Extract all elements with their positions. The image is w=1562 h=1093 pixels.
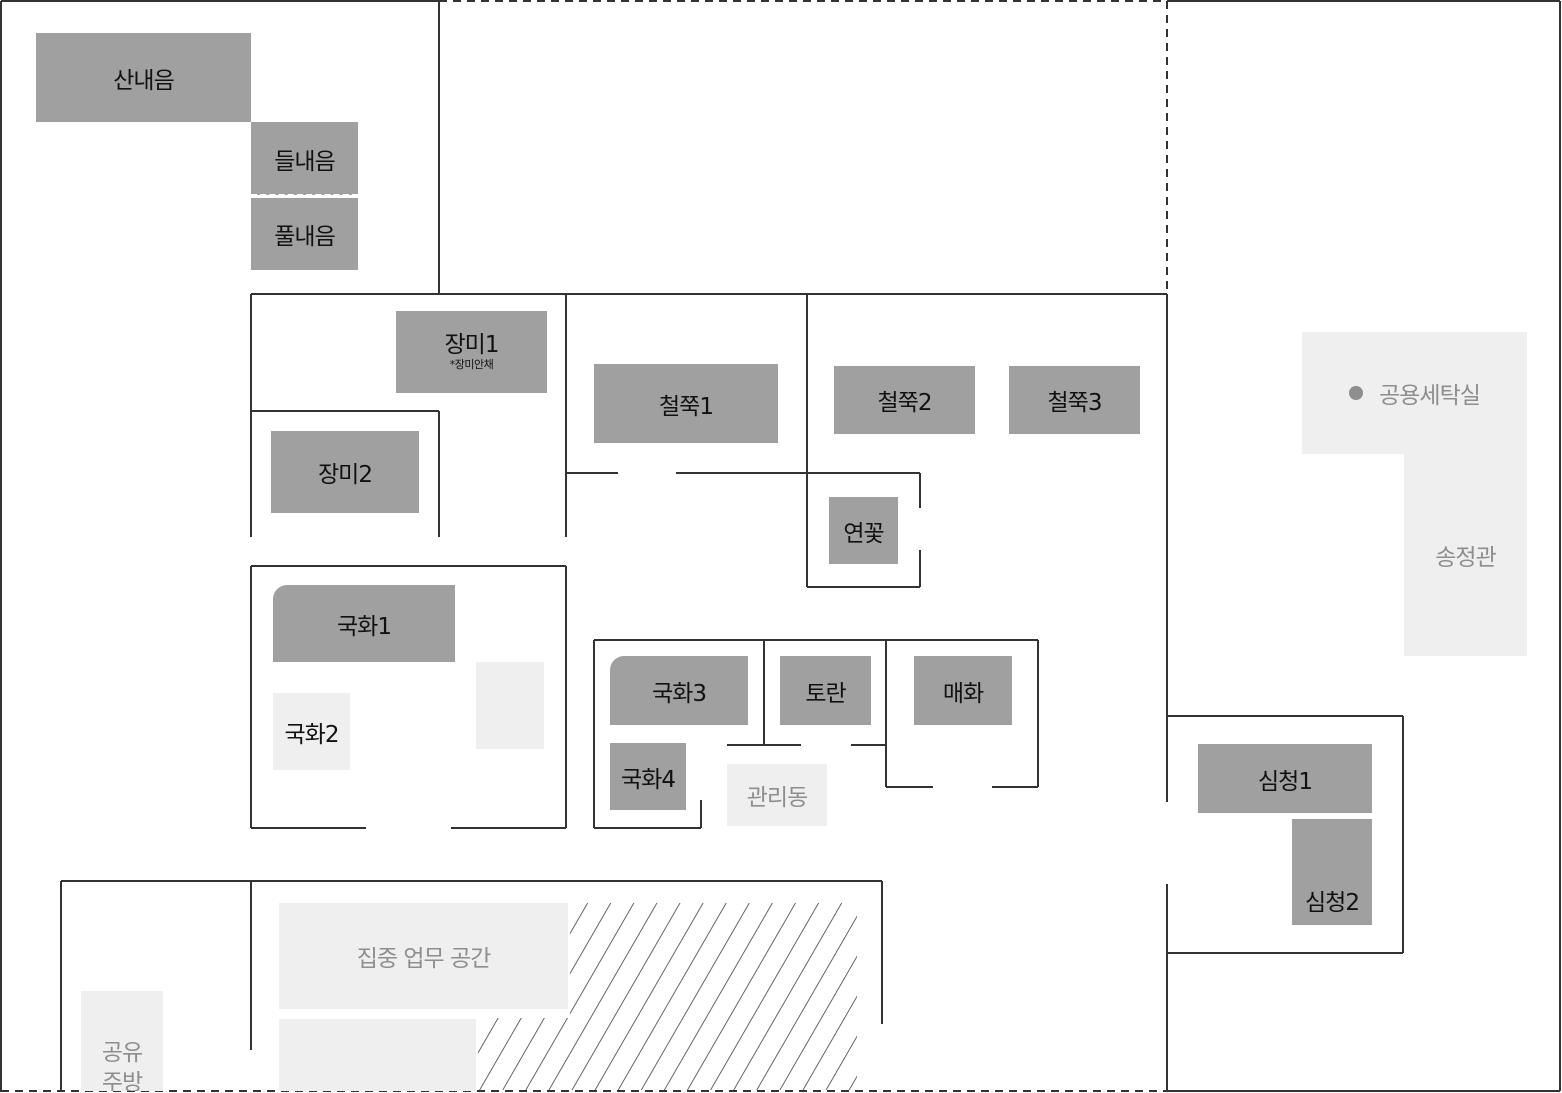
facility-songjeonggwan[interactable]: 송정관: [1404, 454, 1527, 656]
facility-focus-work[interactable]: 집중 업무 공간: [279, 903, 568, 1009]
hatched-area: [478, 903, 857, 1090]
room-gukhwa4[interactable]: 국화4: [610, 743, 686, 810]
room-label: 철쭉1: [659, 393, 714, 420]
room-jangmi2[interactable]: 장미2: [271, 431, 419, 513]
facility-label: 주방: [101, 1069, 143, 1091]
room-label: 장미2: [318, 462, 373, 488]
room-label: 철쭉2: [877, 390, 933, 416]
room-cheoljjuk2[interactable]: 철쭉2: [834, 366, 975, 434]
room-jangmi1[interactable]: 장미1*장미안채: [396, 311, 547, 393]
room-label: 풀내음: [274, 224, 335, 250]
annex-block: [476, 662, 544, 749]
room-label: 국화1: [337, 613, 392, 640]
facility-management[interactable]: 관리동: [727, 764, 827, 826]
facility-label: 송정관: [1435, 545, 1496, 571]
room-simcheong1[interactable]: 심청1: [1198, 744, 1372, 813]
facility-label: 집중 업무 공간: [356, 946, 492, 972]
room-sannaeeum[interactable]: 산내음: [36, 33, 251, 122]
room-label: 매화: [942, 680, 984, 707]
room-label: 국화2: [284, 721, 340, 748]
room-label: 심청2: [1305, 890, 1360, 916]
room-label: 산내음: [113, 67, 174, 94]
room-label: 장미1: [444, 332, 500, 359]
facility-focus-work-lower: [279, 1019, 476, 1091]
room-divider-dashed: [251, 194, 358, 197]
facility-label: 공유: [101, 1040, 143, 1066]
room-gukhwa2[interactable]: 국화2: [273, 693, 350, 770]
room-label: 국화4: [621, 766, 676, 793]
room-label: 연꽃: [843, 520, 884, 547]
room-note: *장미안채: [449, 357, 494, 371]
facility-label: 관리동: [746, 785, 808, 811]
room-gukhwa3[interactable]: 국화3: [610, 656, 748, 725]
room-label: 국화3: [652, 680, 707, 707]
facility-laundry[interactable]: 공용세탁실: [1302, 332, 1527, 454]
room-label: 들내음: [274, 148, 335, 175]
room-cheoljjuk1[interactable]: 철쭉1: [594, 364, 778, 443]
facility-label: 공용세탁실: [1379, 383, 1481, 409]
room-pulnaeeum[interactable]: 풀내음: [251, 198, 358, 270]
room-gukhwa1[interactable]: 국화1: [273, 585, 455, 662]
room-simcheong2[interactable]: 심청2: [1292, 819, 1372, 925]
room-label: 심청1: [1258, 768, 1313, 795]
room-cheoljjuk3[interactable]: 철쭉3: [1009, 366, 1140, 434]
room-deulnaeeum[interactable]: 들내음: [251, 122, 358, 195]
room-toran[interactable]: 토란: [780, 656, 871, 725]
laundry-dot-icon: [1349, 386, 1364, 400]
room-maehwa[interactable]: 매화: [914, 656, 1012, 725]
room-label: 철쭉3: [1047, 390, 1103, 416]
room-yeonkkot[interactable]: 연꽃: [829, 497, 898, 564]
room-label: 토란: [805, 680, 846, 707]
